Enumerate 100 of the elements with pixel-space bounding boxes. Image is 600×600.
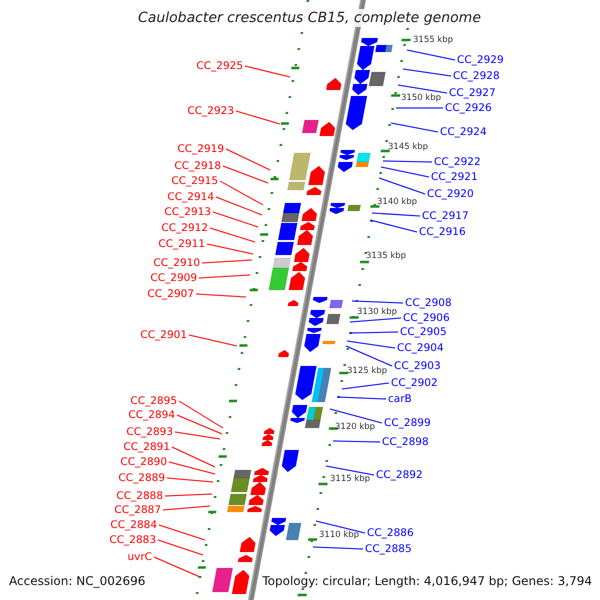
leader-line (346, 340, 396, 348)
gene-label: CC_2907 (147, 288, 194, 300)
leader-line (342, 382, 390, 390)
leader-line (312, 546, 364, 550)
leader-line (332, 440, 380, 442)
leader-line (198, 274, 250, 278)
leader-line (326, 466, 374, 476)
leader-line (382, 160, 432, 162)
position-label: 3155 kbp (413, 35, 454, 45)
leader-line (164, 494, 212, 496)
leader-line (188, 334, 238, 346)
leader-line (380, 166, 430, 178)
leader-line (178, 400, 224, 428)
position-label: 3115 kbp (330, 474, 370, 484)
gene-label: CC_2914 (167, 190, 214, 204)
position-label: 3120 kbp (335, 422, 376, 432)
leader-line (406, 50, 456, 60)
leader-line (330, 408, 382, 424)
gene-label: CC_2922 (434, 156, 481, 168)
leader-line (222, 166, 268, 184)
leader-line (174, 432, 220, 440)
gene-label: CC_2924 (440, 126, 487, 138)
position-label: 3150 kbp (401, 93, 442, 103)
gene-label: CC_2891 (123, 440, 170, 454)
gene-label: CC_2886 (367, 526, 414, 540)
leader-line (244, 66, 290, 78)
leader-line (370, 220, 418, 232)
gene-label: CC_2883 (109, 534, 156, 546)
position-label: 3110 kbp (319, 530, 360, 540)
gene-label: CC_2898 (382, 436, 429, 448)
gene-label: CC_2894 (128, 408, 175, 422)
gene-label: CC_2913 (164, 206, 211, 218)
gene-label: CC_2903 (394, 360, 441, 372)
gene-label: CC_2888 (116, 490, 163, 502)
leader-line (352, 300, 404, 304)
leader-line (390, 122, 438, 132)
leader-line (378, 178, 426, 194)
gene-label: carB (388, 392, 412, 406)
gene-label: CC_2887 (114, 504, 161, 516)
leader-line (220, 180, 264, 206)
leader-line (350, 318, 402, 322)
leader-line (202, 260, 252, 264)
leader-line (166, 478, 214, 482)
gene-label: CC_2925 (196, 60, 243, 72)
gene-label: CC_2929 (457, 54, 504, 66)
position-label: 3140 kbp (377, 197, 418, 207)
gene-label: CC_2885 (365, 542, 412, 556)
gene-label: CC_2916 (419, 226, 466, 238)
leader-line (210, 228, 256, 242)
gene-label: CC_2906 (403, 312, 450, 324)
leader-line (398, 84, 448, 94)
gene-label: CC_2928 (453, 70, 500, 82)
gene-label: CC_2890 (120, 456, 167, 468)
leader-line (168, 462, 216, 474)
leader-line (402, 68, 452, 76)
gene-label: CC_2893 (126, 426, 173, 438)
gene-label: CC_2917 (422, 210, 469, 222)
gene-label: CC_2899 (384, 416, 431, 430)
gene-label: CC_2910 (153, 256, 200, 270)
leader-line (216, 196, 262, 216)
gene-label: CC_2918 (174, 160, 221, 172)
gene-label: CC_2919 (177, 142, 224, 156)
leader-line (236, 110, 280, 124)
gene-label: CC_2904 (397, 342, 444, 354)
gene-label: CC_2902 (391, 376, 438, 390)
leader-line (196, 294, 246, 298)
gene-label: CC_2895 (130, 394, 177, 408)
leader-line (206, 244, 254, 254)
leader-line (154, 556, 200, 578)
gene-label: uvrC (127, 550, 152, 564)
gene-label: CC_2911 (158, 238, 205, 250)
leader-line (372, 212, 420, 216)
position-label: 3135 kbp (366, 251, 406, 261)
position-label: 3125 kbp (347, 366, 388, 376)
leader-line (158, 524, 206, 540)
gene-label: CC_2926 (445, 102, 492, 114)
gene-label: CC_2901 (140, 328, 187, 342)
accession-text: Accession: NC_002696 (9, 574, 146, 588)
leader-line (348, 332, 398, 334)
gene-label: CC_2889 (118, 472, 165, 484)
position-label: 3145 kbp (388, 142, 428, 152)
leader-line (316, 520, 366, 534)
gene-label: CC_2920 (427, 188, 474, 200)
gene-label: CC_2923 (187, 104, 234, 118)
leader-line (162, 506, 210, 510)
genome-stats-text: Topology: circular; Length: 4,016,947 bp; Genes: 3,794 (262, 574, 592, 588)
gene-label: CC_2884 (110, 518, 157, 532)
leader-line (336, 396, 386, 400)
gene-label: CC_2908 (405, 296, 452, 310)
gene-label: CC_2915 (171, 174, 218, 188)
gene-label: CC_2912 (161, 222, 208, 234)
position-label: 3130 kbp (357, 307, 398, 317)
gene-label: CC_2909 (150, 272, 197, 284)
leader-line (226, 148, 270, 170)
gene-label: CC_2921 (431, 170, 478, 184)
leader-line (176, 414, 222, 434)
gene-label: CC_2892 (376, 468, 423, 482)
gene-label: CC_2927 (449, 86, 496, 100)
leader-line (172, 446, 216, 468)
leader-line (158, 540, 204, 556)
